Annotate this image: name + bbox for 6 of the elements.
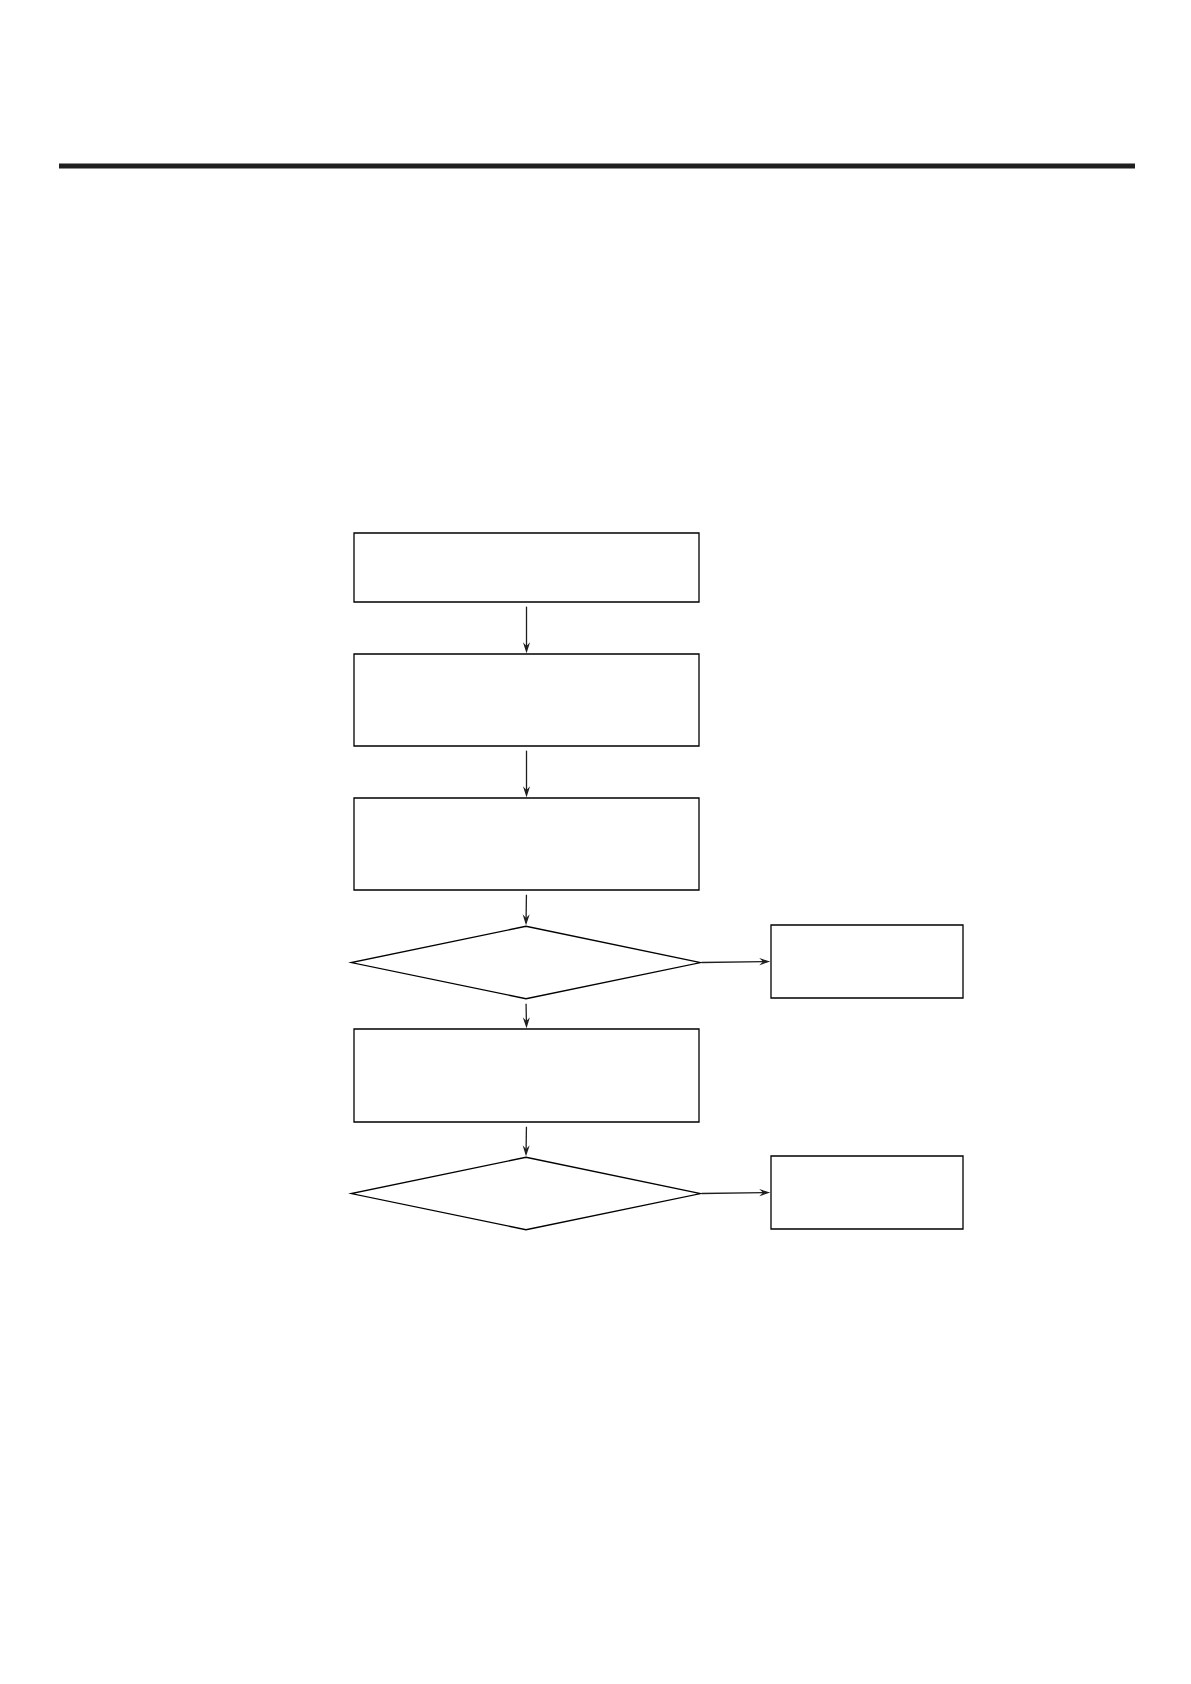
process-box bbox=[353, 797, 700, 891]
process-box bbox=[770, 1155, 964, 1230]
process-box bbox=[353, 532, 700, 603]
process-box bbox=[353, 653, 700, 747]
process-box bbox=[770, 924, 964, 999]
process-box bbox=[353, 1028, 700, 1123]
